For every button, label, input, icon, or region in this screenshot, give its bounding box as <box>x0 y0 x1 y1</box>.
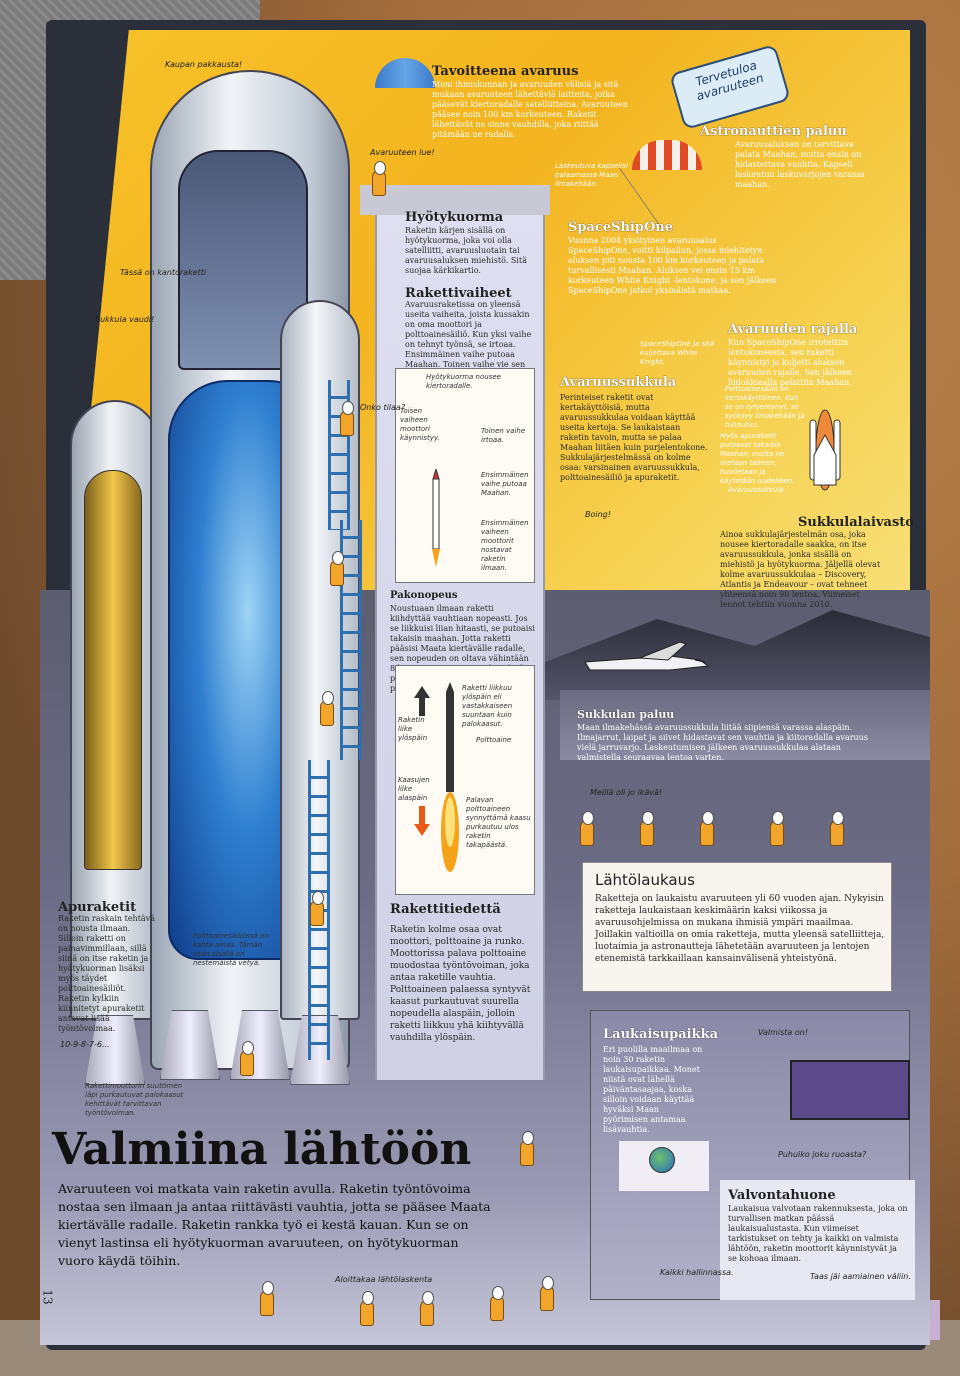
spaceshipone-text: Vuonna 2004 yksityinen avaruusalus Space… <box>568 236 777 295</box>
caption-rocket-moves: Raketti liikkuu ylöspäin eli vastakkaise… <box>462 684 513 728</box>
astronaut-figure <box>640 811 654 846</box>
page-number: 13 <box>40 1289 55 1305</box>
astronaut-figure <box>320 691 334 726</box>
caption-stage1: Ensimmäinen vaihe putoaa Maahan. <box>481 471 529 497</box>
bubble-countdown: Aloittakaa lähtölaskenta <box>335 1275 433 1284</box>
astronaut-figure <box>330 551 344 586</box>
tavoite-title: Tavoitteena avaruus <box>432 64 579 79</box>
bubble-eat: Puhuiko joku ruoasta? <box>778 1150 867 1159</box>
bubble-bike: Kaupan pakkausta! <box>165 60 243 69</box>
paluu-title: Astronauttien paluu <box>700 124 847 139</box>
astronaut-figure <box>340 401 354 436</box>
caption-fuel: Polttoaine <box>476 736 512 744</box>
orbiter-caption: Avaruussukkula <box>728 486 784 494</box>
astronaut-figure <box>490 1286 504 1321</box>
lahtolaukaus-text: Raketteja on laukaistu avaruuteen yli 60… <box>595 894 885 964</box>
rocket-small-icon <box>432 469 440 567</box>
arrow-down-icon <box>414 806 430 836</box>
apuraketit-text: Raketin raskain tehtävä on nousta ilmaan… <box>58 914 155 1033</box>
tower-top <box>360 185 550 215</box>
rajalla-text: Kun SpaceShipOne irrotettiin lentokonees… <box>728 338 852 387</box>
intro-text: Avaruuteen voi matkata vain raketin avul… <box>58 1181 491 1268</box>
paluu-text: Avaruusaluksen on tarvittava palata Maah… <box>735 140 865 189</box>
control-console <box>790 1060 910 1120</box>
runway <box>560 690 930 760</box>
capsule-caption: Laskeutuva kapselisi palaamassa Maan ilm… <box>555 162 628 188</box>
ladder-2 <box>340 520 362 760</box>
astronaut-figure <box>240 1041 254 1076</box>
shuttle-stack <box>809 409 841 491</box>
caption-burning: Palavan polttoaineen synnyttämä kaasu pu… <box>466 796 531 849</box>
white-knight-caption: SpaceShipOne ja sitä kuljettava White Kn… <box>640 340 715 366</box>
bubble-cargo: Tässä on kantoraketti <box>120 268 207 277</box>
engine-nozzles-caption: Rakettimoottorin suuttimen läpi purkautu… <box>85 1082 184 1117</box>
rakettitieto-title: Rakettitiedettä <box>390 902 501 917</box>
boosters-caption: Myös apuraketit putoavat takaisin Maahan… <box>720 432 795 485</box>
bubble-fun: Meillä oli jo ikävä! <box>590 788 663 797</box>
service-tower <box>375 210 545 1080</box>
stages-diagram: Hyötykuorma nousee kiertoradalle. Toisen… <box>395 368 535 583</box>
bubble-boing: Boing! <box>585 510 611 519</box>
bubble-tower-top: Avaruuteen lue! <box>370 148 435 157</box>
astronaut-figure <box>580 811 594 846</box>
rakettitieto-text: Raketin kolme osaa ovat moottori, poltto… <box>390 925 531 1043</box>
caption-stage1-engines: Ensimmäinen vaiheen moottorit nostavat r… <box>481 519 529 572</box>
globe-shelf <box>619 1141 709 1191</box>
astronaut-figure <box>700 811 714 846</box>
laivasto-title: Sukkulalaivasto <box>798 515 914 530</box>
valvonta-title: Valvontahuone <box>728 1188 836 1203</box>
bubble-again: Taas jäi aamiainen väliin. <box>810 1272 911 1281</box>
caption-gas-down: Kaasujen liike alaspäin <box>398 776 430 802</box>
shuttle-landing <box>584 641 710 671</box>
lahtolaukaus-title: Lähtölaukaus <box>595 871 695 889</box>
caption-payload-orbit: Hyötykuorma nousee kiertoradalle. <box>426 373 501 390</box>
sukkula-text: Perinteiset raketit ovat kertakäyttöisiä… <box>560 393 708 482</box>
bubble-control: Valmista on! <box>758 1028 809 1037</box>
pakonopeus-title: Pakonopeus <box>390 590 458 601</box>
left-booster-fuel <box>84 470 142 870</box>
astronaut-figure <box>372 161 386 196</box>
shuttle-fuel-caption: Polttoainesäiliö on kertakäyttöinen. Kun… <box>725 385 805 429</box>
hyotykuorma-title: Hyötykuorma <box>405 210 504 225</box>
astronaut-figure <box>310 891 324 926</box>
tavoite-text: Moni ihmiskunnan ja avaruuden välisiä ja… <box>432 80 628 139</box>
caption-stage2-start: Toisen vaiheen moottori käynnistyy. <box>400 407 440 442</box>
bubble-flower: Sukkula vaudi! <box>95 315 155 324</box>
laukaisupaikka-text: Eri puolilla maailmaa on noin 30 raketin… <box>603 1045 703 1134</box>
apuraketit-title: Apuraketit <box>58 900 137 915</box>
globe-icon <box>649 1147 675 1173</box>
astronaut-figure <box>830 811 844 846</box>
caption-stage2: Toinen vaihe irtoaa. <box>481 427 526 444</box>
sukkulan-paluu-title: Sukkulan paluu <box>577 708 675 721</box>
rajalla-title: Avaruuden rajalla <box>728 322 858 337</box>
propulsion-diagram: Raketti liikkuu ylöspäin eli vastakkaise… <box>395 665 535 895</box>
astronaut-figure <box>260 1281 274 1316</box>
astronaut-figure <box>420 1291 434 1326</box>
astronaut-figure <box>770 811 784 846</box>
valvonta-box: Valvontahuone Laukaisua valvotaan rakenn… <box>720 1180 915 1300</box>
bubble-ladder: Onko tilaa? <box>360 403 406 412</box>
caption-rocket-up: Raketin liike ylöspäin <box>398 716 428 742</box>
page-title: Valmiina lähtöön <box>52 1124 472 1175</box>
astronaut-figure <box>520 1131 534 1166</box>
astronaut-figure <box>360 1291 374 1326</box>
lahtolaukaus-box: Lähtölaukaus Raketteja on laukaistu avar… <box>582 862 892 992</box>
laivasto-text: Ainoa sukkulajärjestelmän osa, joka nous… <box>720 530 881 609</box>
laukaisupaikka-title: Laukaisupaikka <box>603 1027 719 1042</box>
arrow-up-icon <box>414 686 430 716</box>
rocket-diagram-icon <box>441 682 459 872</box>
sukkulan-paluu-text: Maan ilmakehässä avaruussukkula liitää s… <box>577 723 868 762</box>
hyotykuorma-text: Raketin kärjen sisällä on hyötykuorma, j… <box>405 226 527 275</box>
welcome-sign-text: Tervetuloa avaruuteen <box>693 58 766 104</box>
bubble-all: Kaikki hallinnassa. <box>660 1268 734 1277</box>
bubble-count: 10-9-8-7-6... <box>60 1040 110 1049</box>
rakettivaiheet-title: Rakettivaiheet <box>405 286 512 301</box>
spaceshipone-title: SpaceShipOne <box>568 220 674 235</box>
sukkula-title: Avaruussukkula <box>560 375 677 390</box>
astronaut-figure <box>540 1276 554 1311</box>
valvonta-text: Laukaisua valvotaan rakennuksesta, joka … <box>728 1204 908 1263</box>
fuel-tanks-caption: Polttoainesäiliössä on kahta ainaa. Tämä… <box>193 932 269 967</box>
